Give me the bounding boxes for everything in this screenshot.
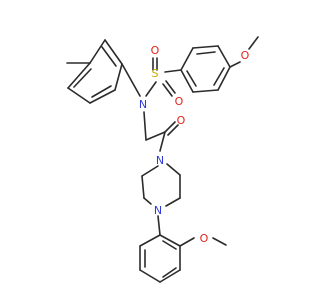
piperazine-nitrogen-bottom-label: N <box>154 204 162 217</box>
atom-labels: S O O N O N N O O <box>139 44 250 245</box>
sulfur-label: S <box>152 67 159 80</box>
sulfonyl-oxygen-bottom-label: O <box>175 95 184 108</box>
piperazine-nitrogen-top-label: N <box>156 154 164 167</box>
methoxy-oxygen-bottom-label: O <box>200 232 209 245</box>
chemical-structure-canvas: S O O N O N N O O <box>66 36 259 283</box>
molecule-drawing: S O O N O N N O O <box>66 36 259 283</box>
carbonyl-oxygen-label: O <box>177 114 186 127</box>
sulfonyl-oxygen-top-label: O <box>151 44 160 57</box>
sulfonamide-nitrogen-label: N <box>139 98 147 111</box>
methoxy-oxygen-right-label: O <box>241 49 250 62</box>
bond-network <box>66 36 259 283</box>
